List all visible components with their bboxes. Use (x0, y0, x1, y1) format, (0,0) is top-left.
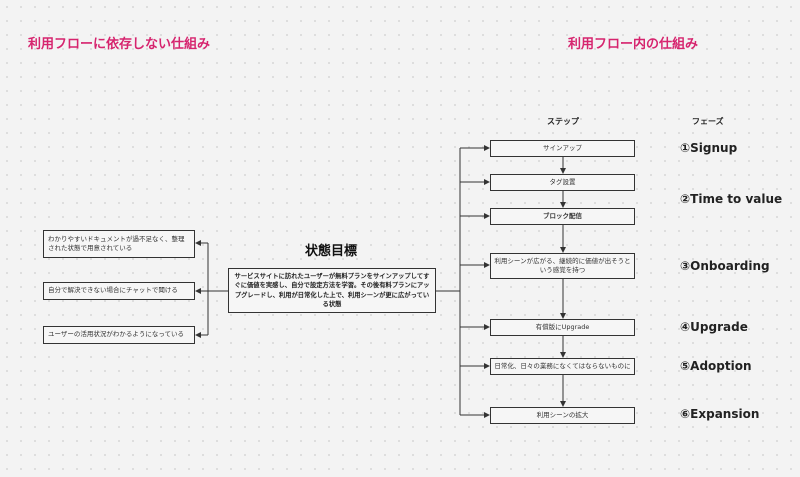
goal-box-text: サービスサイトに訪れたユーザーが無料プランをサインアップしてすぐに価値を実感し、… (234, 273, 430, 308)
step-value-feeling-label: 利用シーンが広がる、継続的に価値が出そうという感覚を持つ (494, 256, 631, 274)
docs-box-text: わかりやすいドキュメントが過不足なく、整理された状態で用意されている (48, 234, 185, 252)
right-section-heading: 利用フロー内の仕組み (568, 37, 699, 52)
phase-expansion: ⑥Expansion (680, 407, 760, 421)
phase-time-to-value: ②Time to value (680, 192, 783, 206)
step-expansion: 利用シーンの拡大 (490, 407, 635, 424)
usage-visibility-box-text: ユーザーの活用状況がわかるようになっている (48, 330, 185, 339)
step-expansion-label: 利用シーンの拡大 (536, 410, 589, 419)
step-upgrade: 有償版にUpgrade (490, 319, 635, 336)
phases-column-header: フェーズ (692, 117, 724, 126)
step-signup-label: サインアップ (543, 143, 582, 152)
usage-visibility-box: ユーザーの活用状況がわかるようになっている (43, 326, 195, 344)
left-section-heading: 利用フローに依存しない仕組み (28, 37, 211, 52)
chat-support-box-text: 自分で解決できない場合にチャットで聞ける (48, 286, 178, 295)
step-daily-use: 日常化、日々の業務になくてはならないものに (490, 358, 635, 375)
step-tag-install-label: タグ設置 (549, 177, 576, 186)
step-tag-install: タグ設置 (490, 174, 635, 191)
step-signup: サインアップ (490, 140, 635, 157)
goal-box: サービスサイトに訪れたユーザーが無料プランをサインアップしてすぐに価値を実感し、… (228, 268, 436, 313)
step-value-feeling: 利用シーンが広がる、継続的に価値が出そうという感覚を持つ (490, 253, 635, 279)
phase-upgrade: ④Upgrade (680, 320, 748, 334)
phase-onboarding: ③Onboarding (680, 259, 770, 273)
chat-support-box: 自分で解決できない場合にチャットで聞ける (43, 282, 195, 300)
phase-adoption: ⑤Adoption (680, 359, 752, 373)
step-daily-use-label: 日常化、日々の業務になくてはならないものに (494, 361, 631, 370)
step-block-delivery: ブロック配信 (490, 208, 635, 225)
step-upgrade-label: 有償版にUpgrade (535, 322, 590, 331)
goal-title: 状態目標 (305, 244, 358, 259)
phase-signup: ①Signup (680, 141, 738, 155)
steps-column-header: ステップ (547, 117, 579, 126)
step-block-delivery-label: ブロック配信 (543, 211, 582, 220)
docs-box: わかりやすいドキュメントが過不足なく、整理された状態で用意されている (43, 230, 195, 258)
